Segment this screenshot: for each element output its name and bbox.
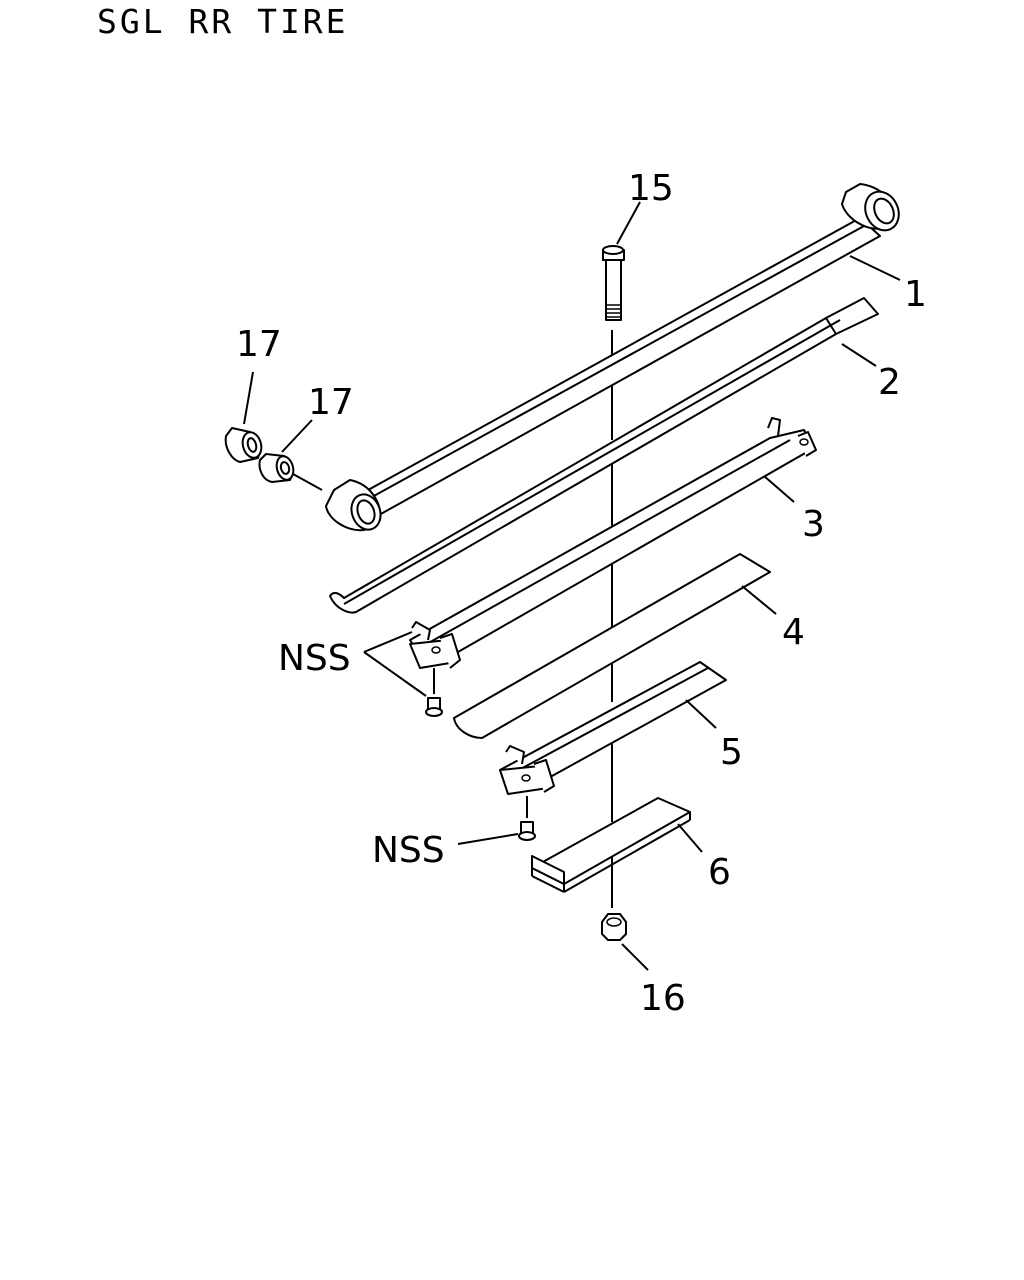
leaf-4 (453, 553, 771, 739)
leader-lines (243, 201, 901, 971)
nut-16 (601, 913, 627, 941)
callout-5: 5 (720, 732, 743, 773)
callout-1: 1 (904, 274, 927, 315)
main-leaf-1 (325, 183, 900, 532)
callout-15: 15 (628, 168, 674, 209)
callout-nss-upper: NSS (278, 638, 351, 679)
callout-3: 3 (802, 504, 825, 545)
clip-rivet-upper (425, 668, 443, 717)
center-bolt-15 (602, 245, 625, 321)
clip-rivet-lower (518, 796, 536, 841)
callout-17-inner: 17 (308, 382, 354, 423)
leaf-5 (499, 661, 727, 795)
callout-6: 6 (708, 852, 731, 893)
bushing-17-outer (224, 427, 263, 463)
callout-16: 16 (640, 978, 686, 1019)
callout-2: 2 (878, 362, 901, 403)
callout-nss-lower: NSS (372, 830, 445, 871)
bushing-17-inner (258, 453, 323, 491)
callout-17-outer: 17 (236, 324, 282, 365)
spacer-plate-6 (531, 797, 691, 893)
leaf-3 (409, 417, 817, 669)
callout-4: 4 (782, 612, 805, 653)
diagram-title: SGL RR TIRE (97, 2, 349, 41)
leaf-2 (329, 297, 879, 614)
